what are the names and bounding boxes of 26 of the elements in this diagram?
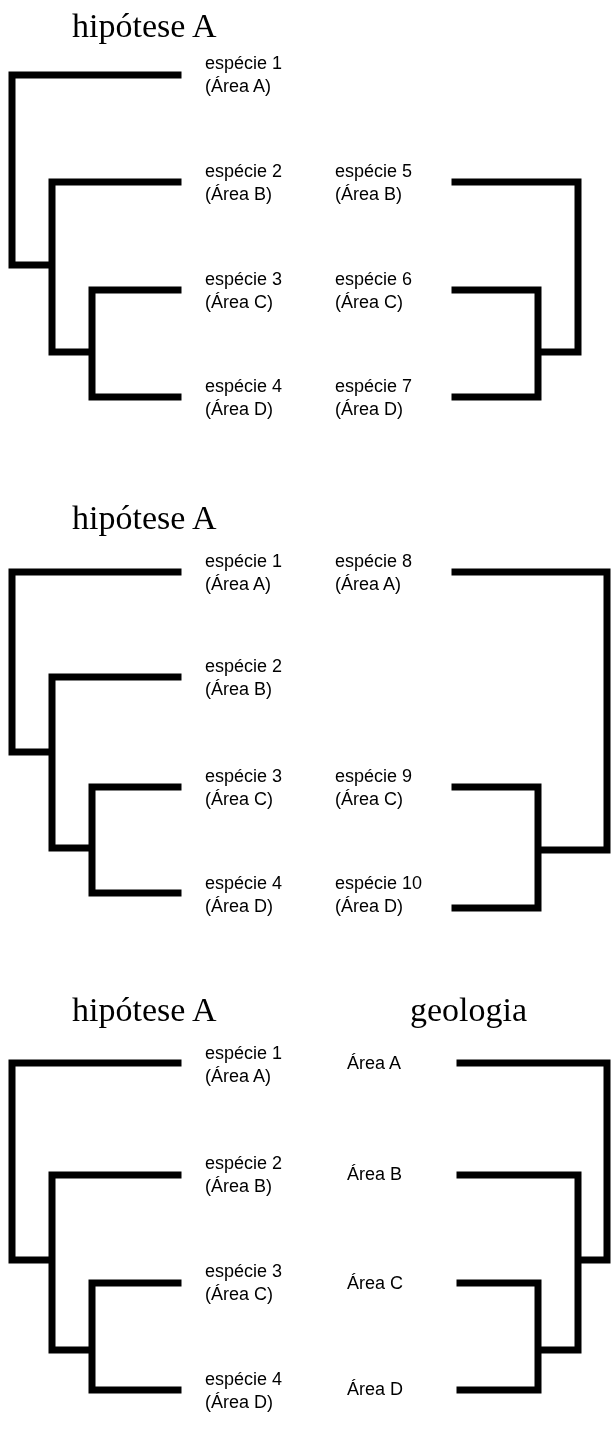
species-label: espécie 7 (Área D) — [335, 375, 414, 421]
species-label: espécie 6 (Área C) — [335, 268, 414, 314]
area-label: Área B — [347, 1163, 403, 1186]
species-label: espécie 3 (Área C) — [205, 1260, 284, 1306]
species-label: espécie 8 (Área A) — [335, 550, 414, 596]
heading: hipótese A — [72, 498, 217, 538]
species-label: espécie 1 (Área A) — [205, 52, 284, 98]
species-label: espécie 5 (Área B) — [335, 160, 414, 206]
species-label: espécie 4 (Área D) — [205, 1368, 284, 1414]
area-label: Área C — [347, 1272, 404, 1295]
species-label: espécie 1 (Área A) — [205, 550, 284, 596]
heading: hipótese A — [72, 6, 217, 46]
heading: hipótese A — [72, 990, 217, 1030]
species-label: espécie 2 (Área B) — [205, 655, 284, 701]
area-label: Área D — [347, 1378, 404, 1401]
species-label: espécie 9 (Área C) — [335, 765, 414, 811]
species-label: espécie 3 (Área C) — [205, 765, 284, 811]
species-label: espécie 1 (Área A) — [205, 1042, 284, 1088]
species-label: espécie 10 (Área D) — [335, 872, 424, 918]
species-label: espécie 4 (Área D) — [205, 375, 284, 421]
species-label: espécie 4 (Área D) — [205, 872, 284, 918]
species-label: espécie 2 (Área B) — [205, 160, 284, 206]
area-label: Área A — [347, 1052, 402, 1075]
species-label: espécie 3 (Área C) — [205, 268, 284, 314]
species-label: espécie 2 (Área B) — [205, 1152, 284, 1198]
heading: geologia — [410, 990, 528, 1030]
